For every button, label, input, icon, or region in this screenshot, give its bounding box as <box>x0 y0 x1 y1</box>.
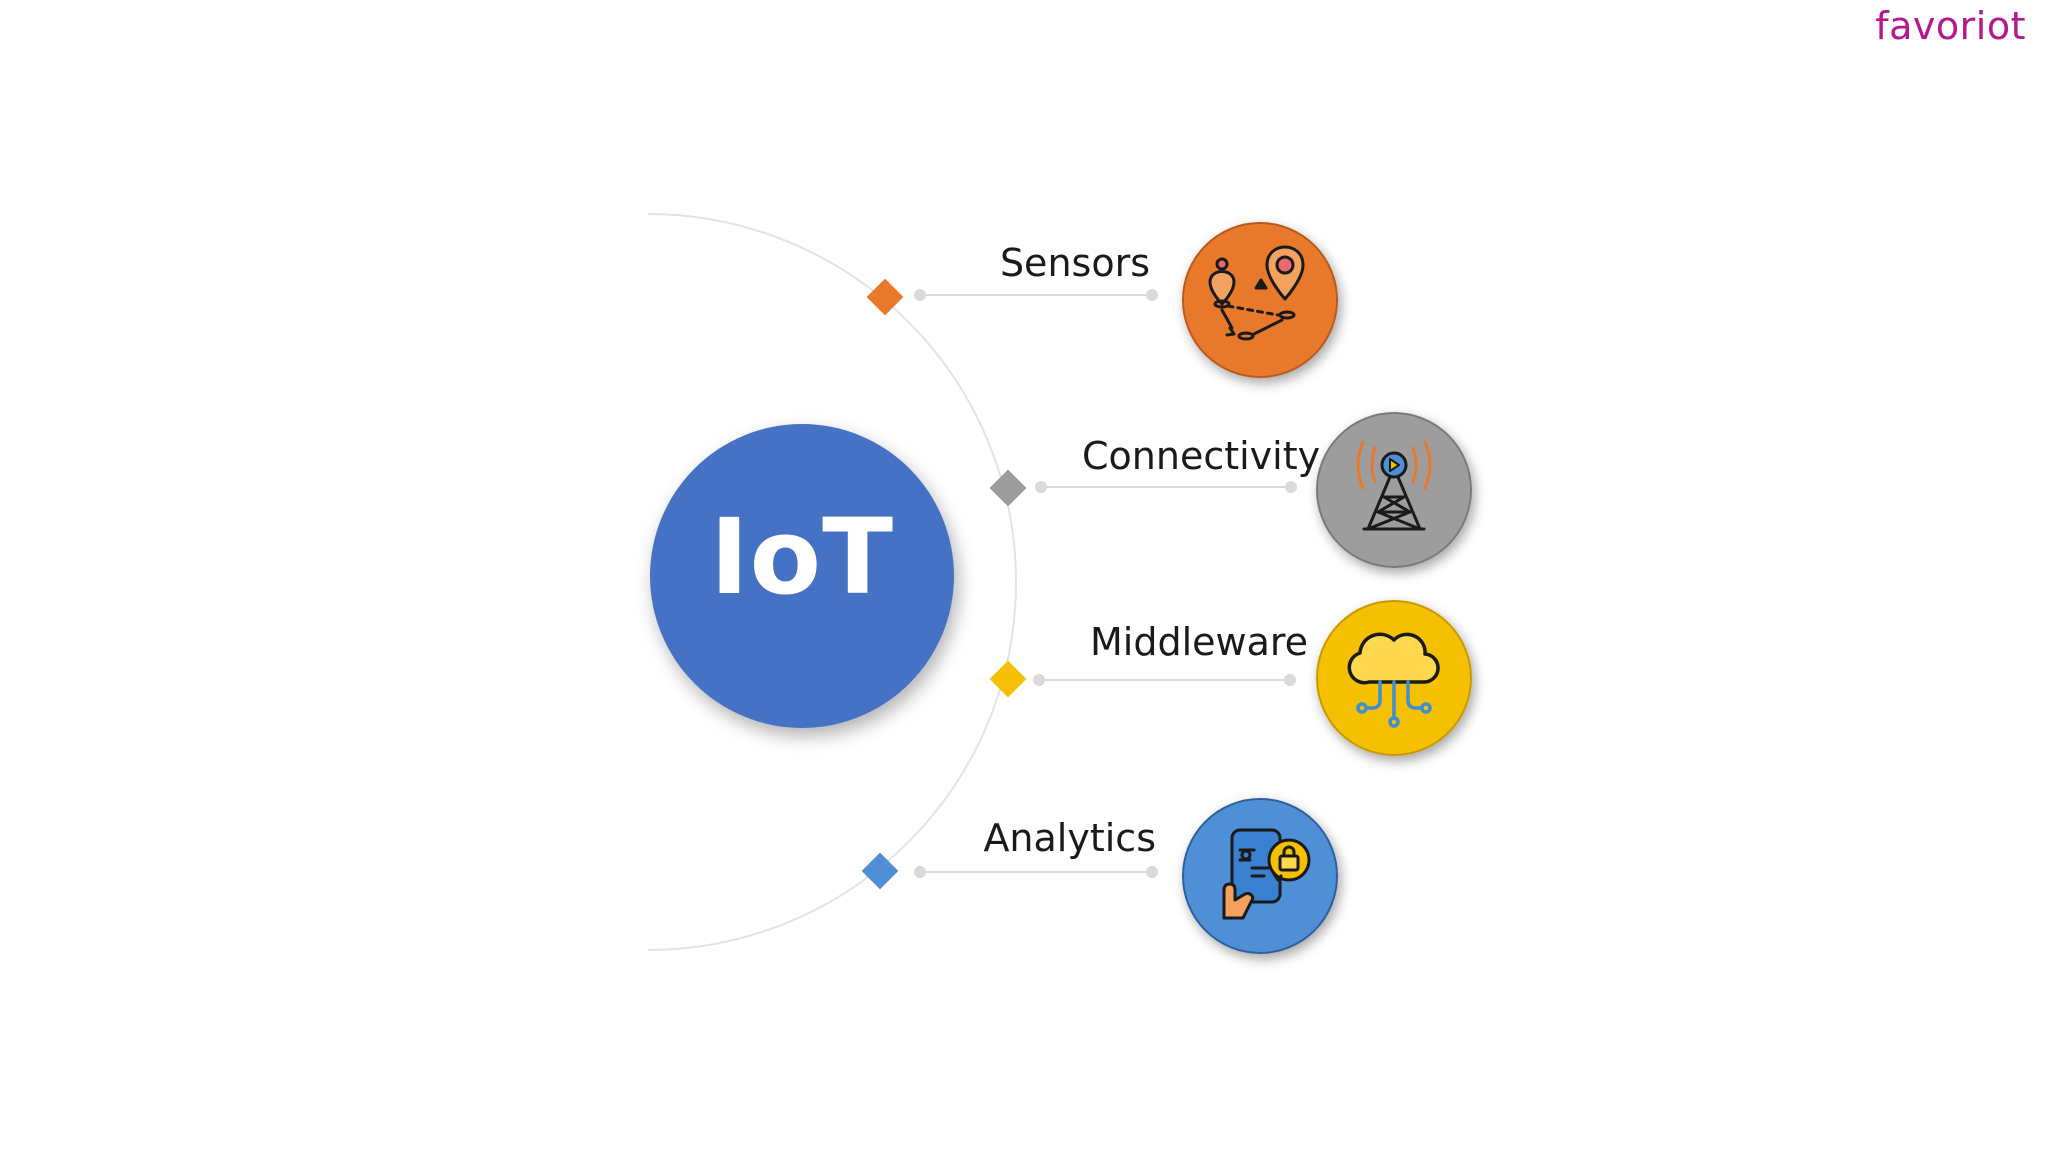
middleware-line-dot-end <box>1284 674 1296 686</box>
sensors-diamond-marker <box>866 278 904 316</box>
connectivity-line-dot-start <box>1035 481 1047 493</box>
sensors-line-dot-start <box>914 289 926 301</box>
sensors-line-dot-end <box>1146 289 1158 301</box>
connectivity-line-dot-end <box>1285 481 1297 493</box>
mobile-shopping-icon <box>1222 828 1311 920</box>
iot-hub-circle <box>650 424 954 728</box>
component-analytics: Analytics <box>861 798 1338 954</box>
cloud-network-icon <box>1347 632 1440 728</box>
sensors-icon-circle <box>1182 222 1338 378</box>
component-sensors: Sensors <box>866 222 1338 378</box>
brand-logo: favoriot <box>1875 4 2026 48</box>
connectivity-icon-circle <box>1316 412 1472 568</box>
middleware-label: Middleware <box>1090 620 1308 664</box>
arc-connector <box>647 213 1017 951</box>
iot-hub-label: IoT <box>709 496 895 618</box>
location-pins-route-icon <box>1208 245 1305 341</box>
analytics-line-dot-end <box>1146 866 1158 878</box>
sensors-label: Sensors <box>1000 241 1150 285</box>
component-connectivity: Connectivity <box>989 412 1472 568</box>
middleware-line-dot-start <box>1033 674 1045 686</box>
component-middleware: Middleware <box>989 600 1472 756</box>
analytics-diamond-marker <box>861 852 899 890</box>
middleware-diamond-marker <box>989 660 1027 698</box>
connectivity-label: Connectivity <box>1082 434 1320 478</box>
analytics-line-dot-start <box>914 866 926 878</box>
analytics-label: Analytics <box>983 816 1156 860</box>
signal-tower-icon <box>1356 440 1432 531</box>
connectivity-diamond-marker <box>989 469 1027 507</box>
